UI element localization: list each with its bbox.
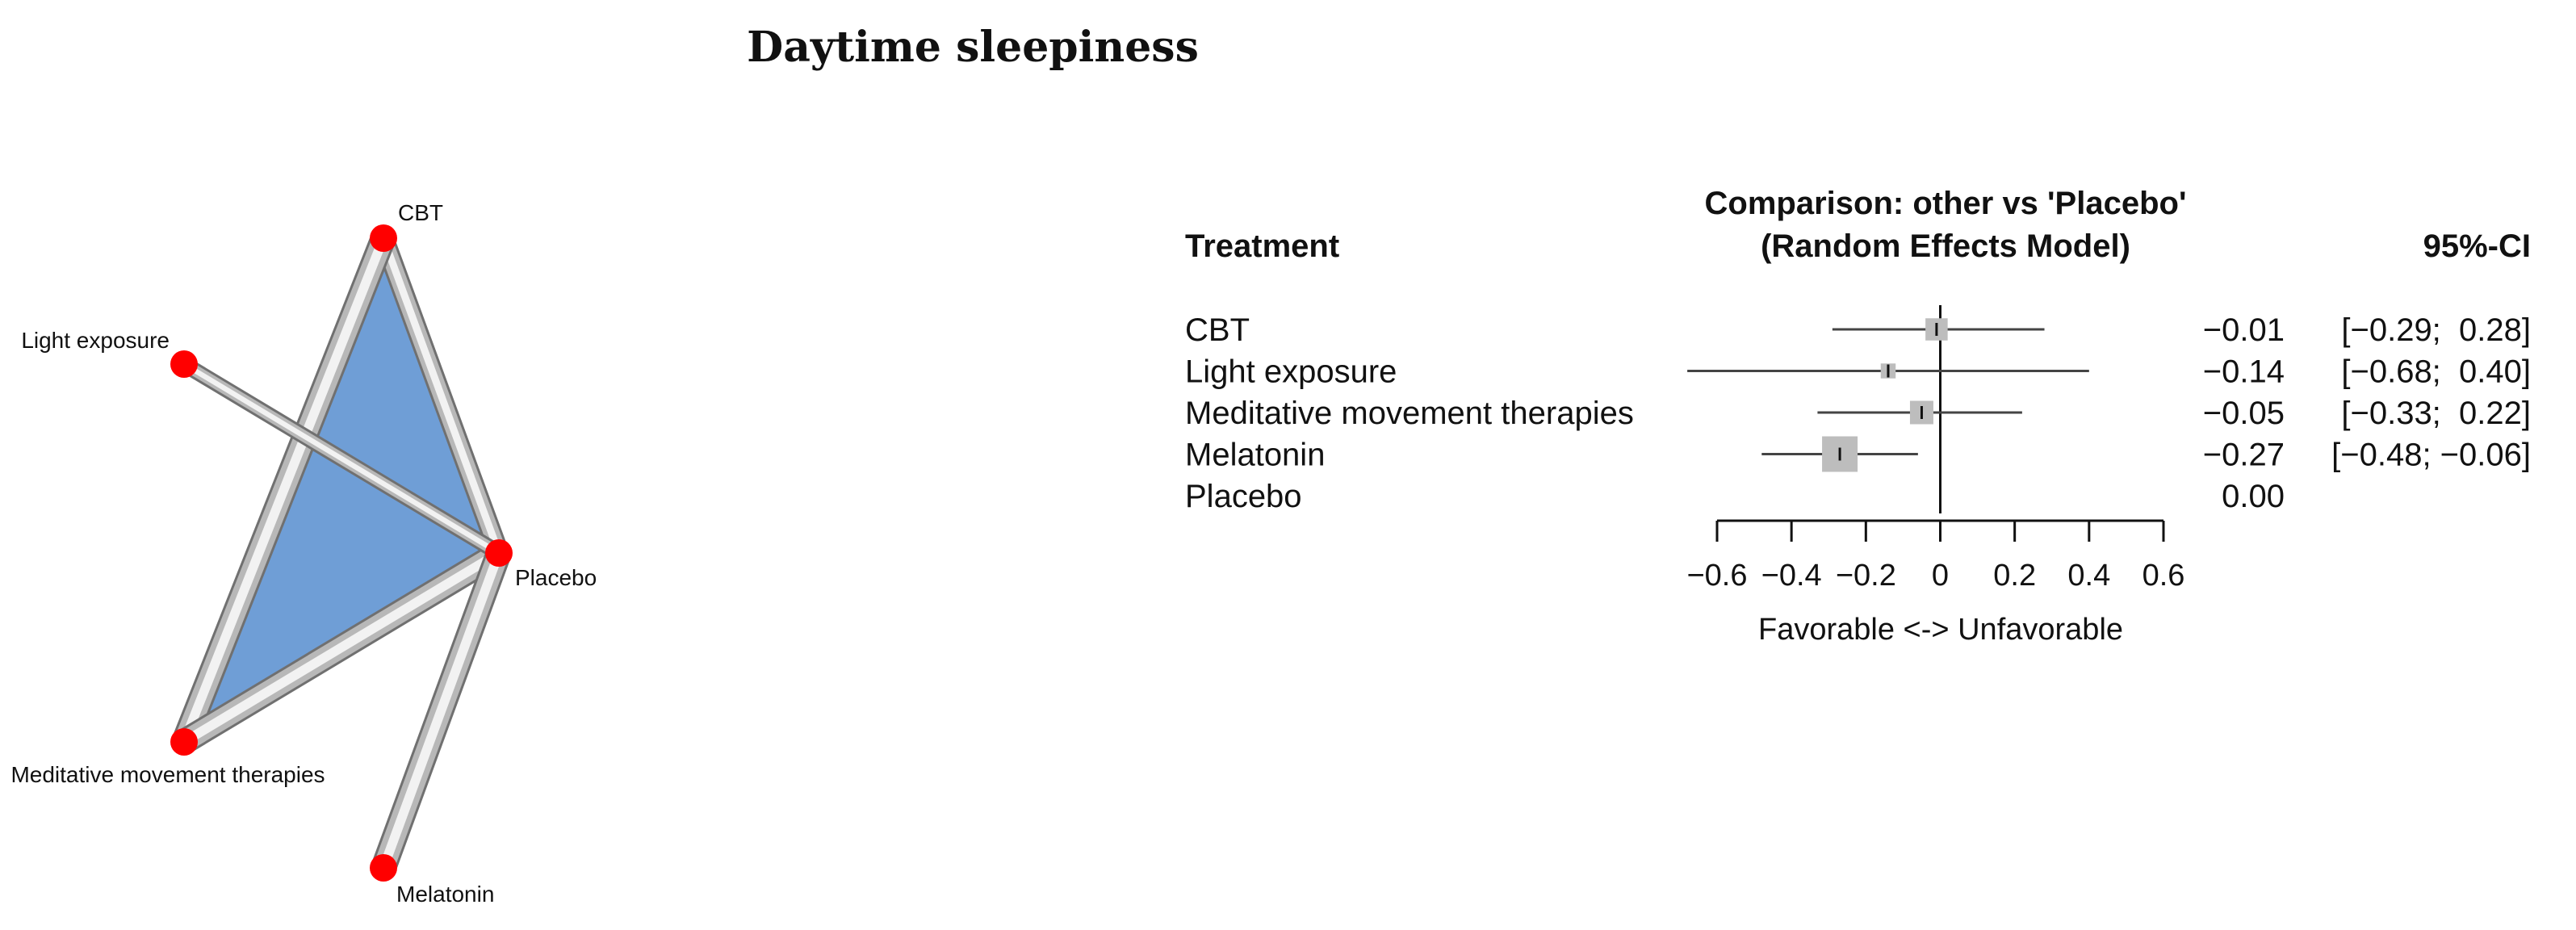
network-nodes-layer	[170, 224, 513, 882]
forest-row: Meditative movement therapies −0.05 [−0.33…	[1185, 396, 2531, 431]
row-estimate-text: −0.14	[2203, 354, 2285, 390]
forest-row: Melatonin −0.27 [−0.48; −0.06]	[1185, 436, 2531, 473]
forest-row: CBT −0.01 [−0.29; 0.28]	[1185, 312, 2531, 348]
row-treatment-label: Meditative movement therapies	[1185, 396, 1634, 431]
forest-row: Light exposure −0.14 [−0.68; 0.40]	[1185, 354, 2531, 390]
forest-x-axis: −0.6 −0.4 −0.2 0 0.2 0.4 0.6	[1686, 519, 2185, 593]
node-melatonin	[370, 854, 397, 882]
ci-column-header: 95%-CI	[2423, 228, 2531, 264]
x-axis-tick-label: 0.4	[2067, 559, 2110, 593]
x-axis-tick-label: 0	[1932, 559, 1949, 593]
row-treatment-label: Light exposure	[1185, 354, 1397, 390]
x-axis-tick-label: 0.2	[1993, 559, 2036, 593]
row-ci-text: [−0.33; 0.22]	[2341, 396, 2531, 431]
row-estimate-text: −0.05	[2203, 396, 2285, 431]
edge-placebo-melatonin	[371, 548, 512, 873]
forest-row: Placebo 0.00	[1185, 479, 2285, 514]
network-edges-layer	[172, 233, 512, 873]
row-ci-text: [−0.68; 0.40]	[2341, 354, 2531, 390]
row-ci-text: [−0.48; −0.06]	[2331, 438, 2531, 473]
forest-title-line-1: Comparison: other vs 'Placebo'	[1705, 186, 2187, 221]
row-treatment-label: CBT	[1185, 312, 1250, 348]
forest-title-line-2: (Random Effects Model)	[1761, 228, 2130, 264]
edge-cbt-mmt	[172, 233, 396, 747]
forest-rows-layer: CBT −0.01 [−0.29; 0.28] Light exposure −0.14…	[1185, 305, 2531, 514]
figure-title: Daytime sleepiness	[747, 23, 1199, 72]
x-axis-tick-label: −0.6	[1686, 559, 1747, 593]
row-estimate-text: −0.01	[2203, 312, 2285, 348]
edge-light-placebo	[179, 357, 504, 560]
node-mmt	[170, 728, 198, 756]
row-treatment-label: Placebo	[1185, 479, 1302, 514]
edge-mmt-placebo	[177, 542, 506, 753]
node-label-placebo: Placebo	[515, 565, 597, 590]
node-placebo	[485, 539, 513, 567]
row-treatment-label: Melatonin	[1185, 438, 1325, 473]
row-ci-text: [−0.29; 0.28]	[2341, 312, 2531, 348]
row-estimate-text: 0.00	[2222, 479, 2285, 514]
node-label-mmt: Meditative movement therapies	[10, 762, 325, 787]
node-label-cbt: CBT	[398, 200, 443, 225]
x-axis-tick-label: 0.6	[2142, 559, 2185, 593]
forest-x-axis-label: Favorable <-> Unfavorable	[1758, 613, 2123, 647]
x-axis-tick-label: −0.4	[1761, 559, 1822, 593]
node-label-melatonin: Melatonin	[396, 882, 494, 907]
row-estimate-text: −0.27	[2203, 438, 2285, 473]
x-axis-tick-label: −0.2	[1836, 559, 1896, 593]
forest-plot: Comparison: other vs 'Placebo' (Random E…	[1185, 186, 2531, 647]
node-label-light: Light exposure	[21, 328, 170, 353]
node-light	[170, 350, 198, 378]
treatment-column-header: Treatment	[1185, 228, 1339, 264]
node-cbt	[370, 224, 397, 252]
edge-cbt-placebo	[373, 234, 509, 557]
